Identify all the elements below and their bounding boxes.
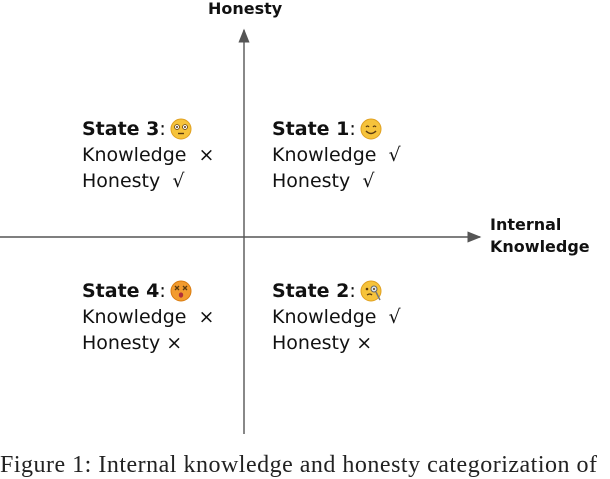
state-3-honesty: Honesty √ xyxy=(82,170,185,192)
state-1-title: State 1: xyxy=(272,116,401,142)
state-1-box: State 1: Knowledge √ Honesty √ xyxy=(272,116,401,194)
state-3-knowledge: Knowledge × xyxy=(82,144,215,166)
state-2-knowledge: Knowledge √ xyxy=(272,306,401,328)
dizzy-face-emoji-icon xyxy=(170,280,192,302)
state-1-knowledge: Knowledge √ xyxy=(272,144,401,166)
monocle-emoji-icon xyxy=(360,280,382,302)
state-1-honesty: Honesty √ xyxy=(272,170,375,192)
y-axis-label: Honesty xyxy=(208,0,283,18)
state-3-title: State 3: xyxy=(82,116,214,142)
x-axis-label-line2: Knowledge xyxy=(490,237,590,256)
smile-emoji-icon xyxy=(360,118,382,140)
state-3-box: State 3: Knowledge × Honesty √ xyxy=(82,116,214,194)
flushed-emoji-icon xyxy=(170,118,192,140)
figure-caption: Figure 1: Internal knowledge and honesty… xyxy=(0,452,598,478)
state-4-knowledge: Knowledge × xyxy=(82,306,215,328)
state-4-box: State 4: Knowledge × Honesty × xyxy=(82,278,214,356)
state-2-box: State 2: Knowledge √ Honesty × xyxy=(272,278,401,356)
x-axis-label-line1: Internal xyxy=(490,215,562,234)
state-2-title: State 2: xyxy=(272,278,401,304)
state-4-honesty: Honesty × xyxy=(82,332,183,354)
state-2-honesty: Honesty × xyxy=(272,332,373,354)
x-axis-label: Internal Knowledge xyxy=(490,214,590,258)
state-4-title: State 4: xyxy=(82,278,214,304)
